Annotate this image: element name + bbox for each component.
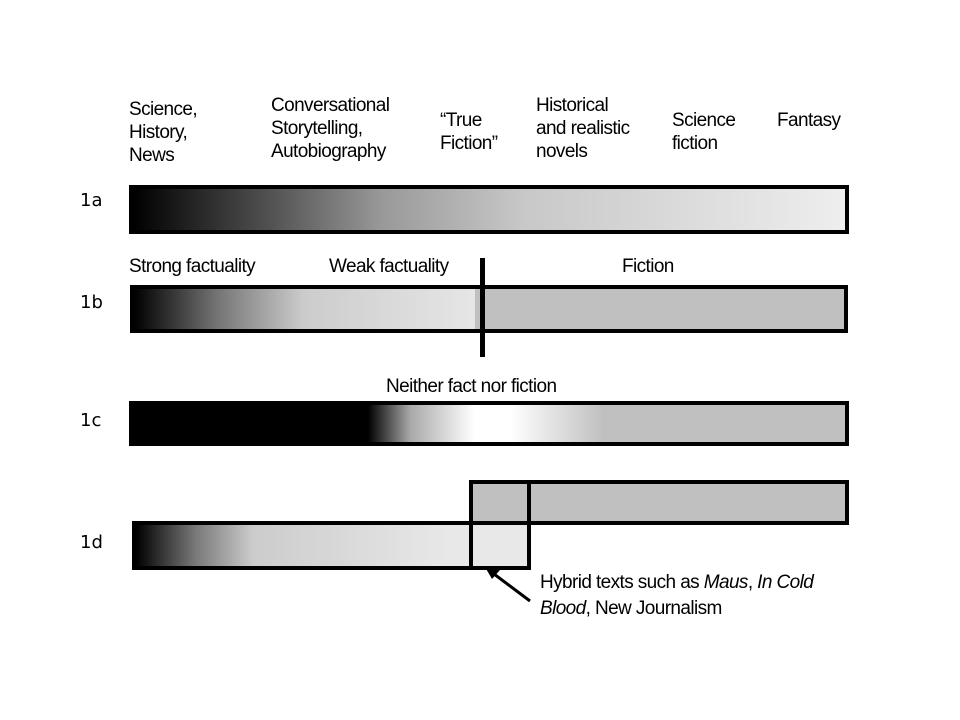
bar-1a (129, 185, 849, 234)
bar-1d-fact (132, 521, 531, 570)
row-label-1b: 1b (80, 292, 103, 313)
overlap-left-edge (469, 480, 473, 570)
annotation-blood: Blood (540, 598, 586, 619)
annotation-maus: Maus (703, 572, 749, 593)
overlap-right-edge (527, 480, 531, 570)
label-neither-fact-nor-fiction: Neither fact nor fiction (386, 376, 557, 397)
label-science-history-news: Science, History, News (129, 99, 198, 166)
hybrid-overlap-fill (473, 525, 527, 566)
label-science-fiction: Science fiction (672, 110, 736, 154)
annotation-in-cold: In Cold (757, 572, 814, 593)
label-weak-factuality: Weak factuality (329, 256, 449, 277)
row-label-1c: 1c (80, 410, 102, 431)
hybrid-overlap-top (473, 484, 527, 521)
fact-fiction-divider (480, 258, 485, 357)
label-fiction: Fiction (622, 256, 674, 277)
bar-1b (130, 285, 848, 333)
annotation-sep: , (747, 572, 758, 593)
label-strong-factuality: Strong factuality (129, 256, 256, 277)
annotation-new-journalism: , New Journalism (585, 598, 723, 619)
label-true-fiction: “True Fiction” (440, 110, 498, 154)
row-label-1a: 1a (80, 190, 103, 211)
label-conversational: Conversational Storytelling, Autobiograp… (271, 95, 390, 162)
annotation-text: Hybrid texts such as (540, 572, 704, 593)
bar-1c (129, 401, 849, 446)
overlap-mid-edge (469, 521, 531, 525)
label-fantasy: Fantasy (777, 110, 841, 131)
label-historical: Historical and realistic novels (536, 95, 630, 162)
row-label-1d: 1d (80, 532, 103, 553)
